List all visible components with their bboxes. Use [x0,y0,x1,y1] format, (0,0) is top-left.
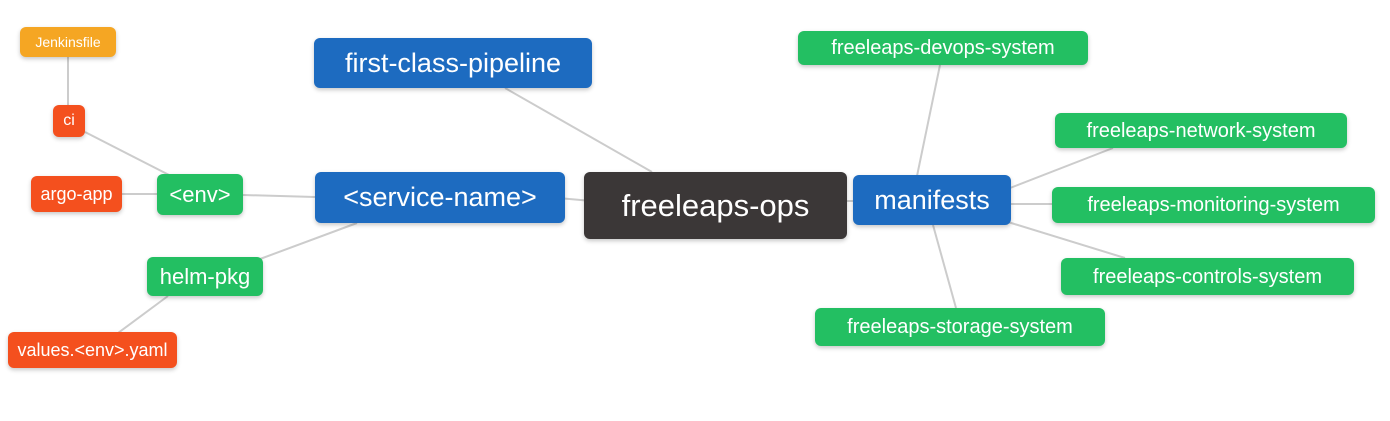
node-freeleaps-devops-system[interactable]: freeleaps-devops-system [798,31,1088,65]
node-jenkinsfile[interactable]: Jenkinsfile [20,27,116,57]
edge-manifests--freeleaps-devops-system [916,64,941,177]
edge-helm-pkg--values-env-yaml [117,295,169,334]
node-helm-pkg[interactable]: helm-pkg [147,257,263,296]
node-argo-app[interactable]: argo-app [31,176,122,212]
edge-manifests--freeleaps-storage-system [932,224,957,309]
node-freeleaps-network-system[interactable]: freeleaps-network-system [1055,113,1347,148]
node-freeleaps-storage-system[interactable]: freeleaps-storage-system [815,308,1105,346]
edge-manifests--freeleaps-network-system [1009,147,1114,189]
node-first-class-pipeline[interactable]: first-class-pipeline [314,38,592,88]
node-ci[interactable]: ci [53,105,85,137]
node-manifests[interactable]: manifests [853,175,1011,225]
node-freeleaps-ops[interactable]: freeleaps-ops [584,172,847,239]
node-freeleaps-controls-system[interactable]: freeleaps-controls-system [1061,258,1354,295]
edge-manifests--freeleaps-controls-system [1007,221,1126,259]
edge-first-class-pipeline--freeleaps-ops [504,87,653,173]
node-values-env-yaml[interactable]: values.<env>.yaml [8,332,177,368]
edge-service-name--helm-pkg [259,222,358,260]
edge-ci--env [84,131,176,179]
node-service-name[interactable]: <service-name> [315,172,565,223]
edge-env--service-name [242,194,316,198]
node-freeleaps-monitoring-system[interactable]: freeleaps-monitoring-system [1052,187,1375,223]
node-env[interactable]: <env> [157,174,243,215]
